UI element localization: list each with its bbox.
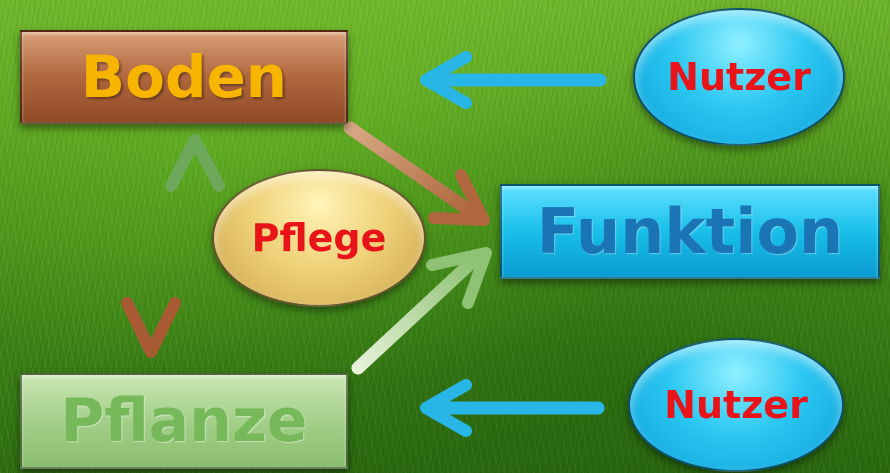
node-boden: Boden [20,30,348,124]
node-nutzer-top-label: Nutzer [667,55,811,99]
node-nutzer-bottom: Nutzer [628,338,844,472]
node-pflanze: Pflanze [20,373,348,469]
node-pflanze-label: Pflanze [60,386,308,456]
node-funktion: Funktion [500,184,880,279]
node-pflege: Pflege [212,169,426,307]
node-funktion-label: Funktion [536,195,844,268]
node-nutzer-bottom-label: Nutzer [664,383,808,427]
node-pflege-label: Pflege [251,216,387,260]
arrow-nutzer-to-boden [420,51,607,109]
node-nutzer-top: Nutzer [633,8,845,146]
arrow-nutzer-to-pflanze [420,379,605,437]
arrow-boden-to-funktion [343,121,490,226]
node-boden-label: Boden [80,43,288,111]
arrow-pflanze-to-boden [165,134,225,362]
arrow-pflanze-to-funktion [351,247,492,375]
arrow-boden-to-pflanze [121,133,181,358]
